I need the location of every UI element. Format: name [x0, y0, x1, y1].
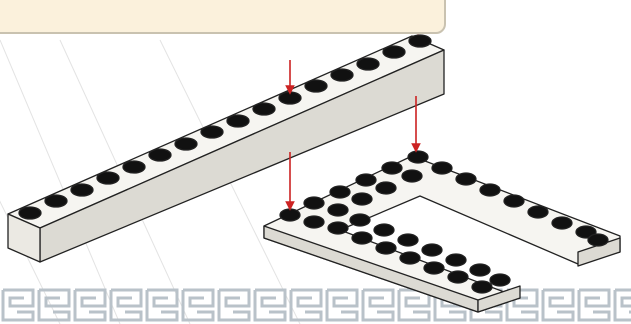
part-quantity: 1x: [173, 0, 196, 4]
meander-border-icon: [0, 286, 631, 324]
parts-callout: 1x6 1x: [0, 0, 446, 34]
u-plate-icon: [263, 150, 621, 313]
long-plate-icon: [7, 34, 445, 263]
